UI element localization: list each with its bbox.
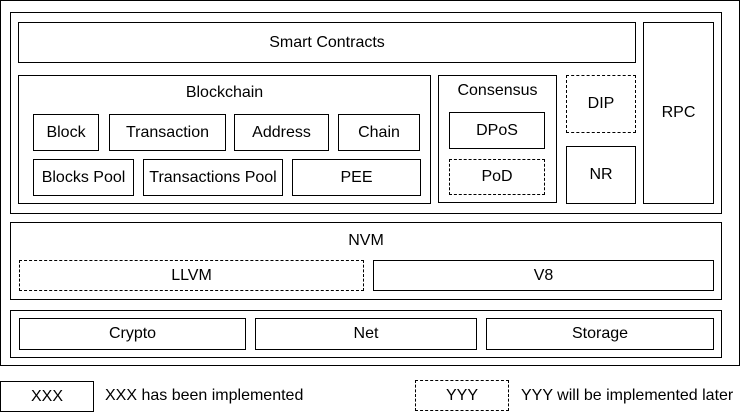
v8-box: V8 xyxy=(373,260,714,291)
storage-box: Storage xyxy=(486,318,714,350)
legend-implemented-box: XXX xyxy=(0,381,94,412)
dpos-box: DPoS xyxy=(449,112,545,149)
chain-box: Chain xyxy=(338,114,420,151)
pee-box: PEE xyxy=(292,159,421,196)
rpc-box: RPC xyxy=(643,22,714,204)
block-box: Block xyxy=(33,114,99,151)
smart-contracts-box: Smart Contracts xyxy=(18,22,636,63)
legend-implemented-text: XXX has been implemented xyxy=(105,387,304,404)
legend-planned-box: YYY xyxy=(415,380,509,411)
blockchain-title: Blockchain xyxy=(185,84,264,101)
blocks-pool-box: Blocks Pool xyxy=(33,159,134,196)
transactions-pool-box: Transactions Pool xyxy=(143,159,283,196)
dip-box: DIP xyxy=(566,75,636,133)
net-box: Net xyxy=(255,318,477,350)
legend-planned-text: YYY will be implemented later xyxy=(521,387,734,404)
pod-box: PoD xyxy=(449,159,545,195)
consensus-title: Consensus xyxy=(457,82,538,99)
crypto-box: Crypto xyxy=(19,318,246,350)
address-box: Address xyxy=(234,114,329,151)
nr-box: NR xyxy=(566,146,636,204)
nvm-title: NVM xyxy=(348,232,384,249)
llvm-box: LLVM xyxy=(19,260,364,291)
transaction-box: Transaction xyxy=(109,114,226,151)
